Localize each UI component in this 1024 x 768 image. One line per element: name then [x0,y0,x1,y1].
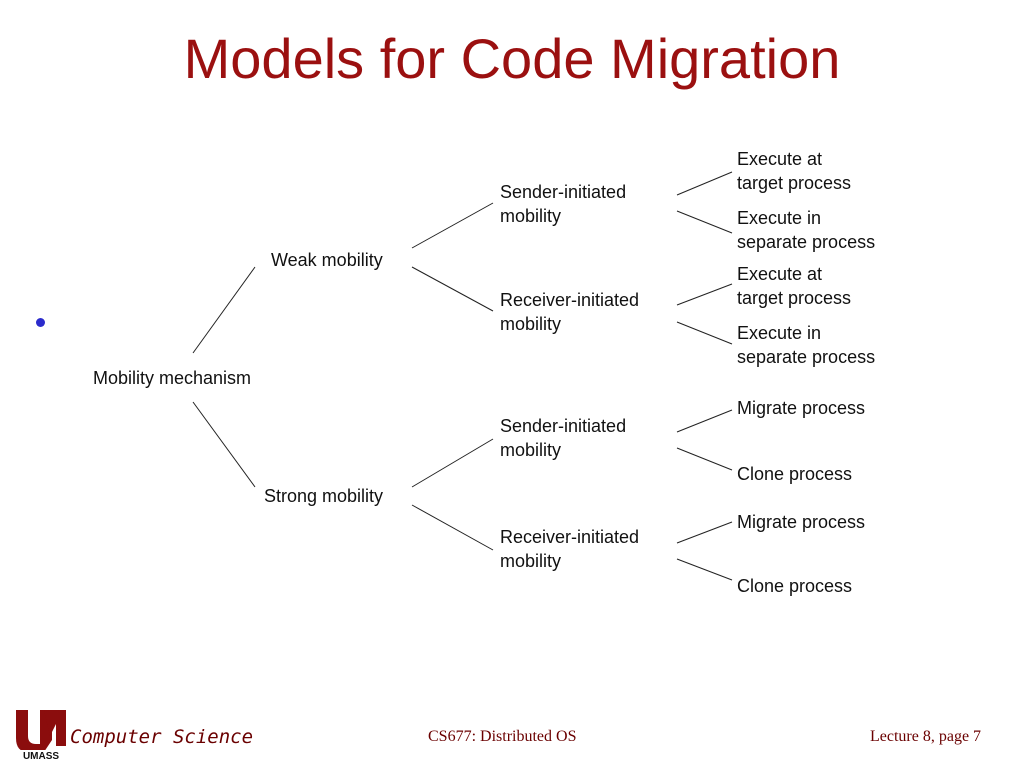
node-line: Receiver-initiated [500,290,640,310]
leaf-line: target process [737,173,852,193]
edge-ws-leaf1 [676,171,733,196]
edge-weak-sender [411,202,494,249]
edge-strong-sender [411,438,494,488]
footer-page-number: Lecture 8, page 7 [870,728,982,745]
leaf-wr-execute-at-target: Execute at target process [737,262,851,310]
node-line: mobility [500,206,562,226]
node-strong-sender-initiated: Sender-initiated mobility [500,414,626,462]
leaf-line: Execute at [737,149,823,169]
leaf-sr-migrate-process: Migrate process [737,512,866,532]
node-weak-sender-initiated: Sender-initiated mobility [500,180,626,228]
edge-ss-leaf2 [676,447,733,471]
edge-wr-leaf2 [676,321,733,345]
leaf-line: Execute in [737,323,822,343]
edge-strong-receiver [411,504,494,551]
node-line: mobility [500,314,562,334]
node-strong-receiver-initiated: Receiver-initiated mobility [500,525,639,573]
node-weak-mobility: Weak mobility [271,250,383,270]
svg-text:UMASS: UMASS [23,751,59,760]
leaf-sr-clone-process: Clone process [737,576,853,596]
node-weak-receiver-initiated: Receiver-initiated mobility [500,288,639,336]
leaf-line: separate process [737,232,876,252]
leaf-wr-execute-in-separate: Execute in separate process [737,321,875,369]
edge-wr-leaf1 [676,283,733,306]
footer-course: CS677: Distributed OS [428,728,577,745]
leaf-ws-execute-at-target: Execute at target process [737,147,851,195]
edge-weak-receiver [411,266,494,312]
node-line: mobility [500,551,562,571]
edge-root-weak [192,266,256,354]
edge-ss-leaf1 [676,409,733,433]
leaf-ss-clone-process: Clone process [737,464,853,484]
edge-sr-leaf2 [676,558,733,581]
node-line: mobility [500,440,562,460]
node-line: Sender-initiated [500,416,627,436]
leaf-ss-migrate-process: Migrate process [737,398,866,418]
edge-ws-leaf2 [676,210,733,234]
node-mobility-mechanism: Mobility mechanism [93,368,252,388]
footer-department: Computer Science [70,726,254,748]
bullet-point [36,318,45,327]
node-line: Sender-initiated [500,182,627,202]
umass-logo: UMASS [16,710,66,760]
node-line: Receiver-initiated [500,527,640,547]
node-strong-mobility: Strong mobility [264,486,384,506]
leaf-line: separate process [737,347,876,367]
leaf-line: Execute in [737,208,822,228]
leaf-ws-execute-in-separate: Execute in separate process [737,206,875,254]
leaf-line: Execute at [737,264,823,284]
edge-root-strong [192,401,256,488]
edge-sr-leaf1 [676,521,733,544]
slide-title: Models for Code Migration [183,27,841,90]
leaf-line: target process [737,288,852,308]
